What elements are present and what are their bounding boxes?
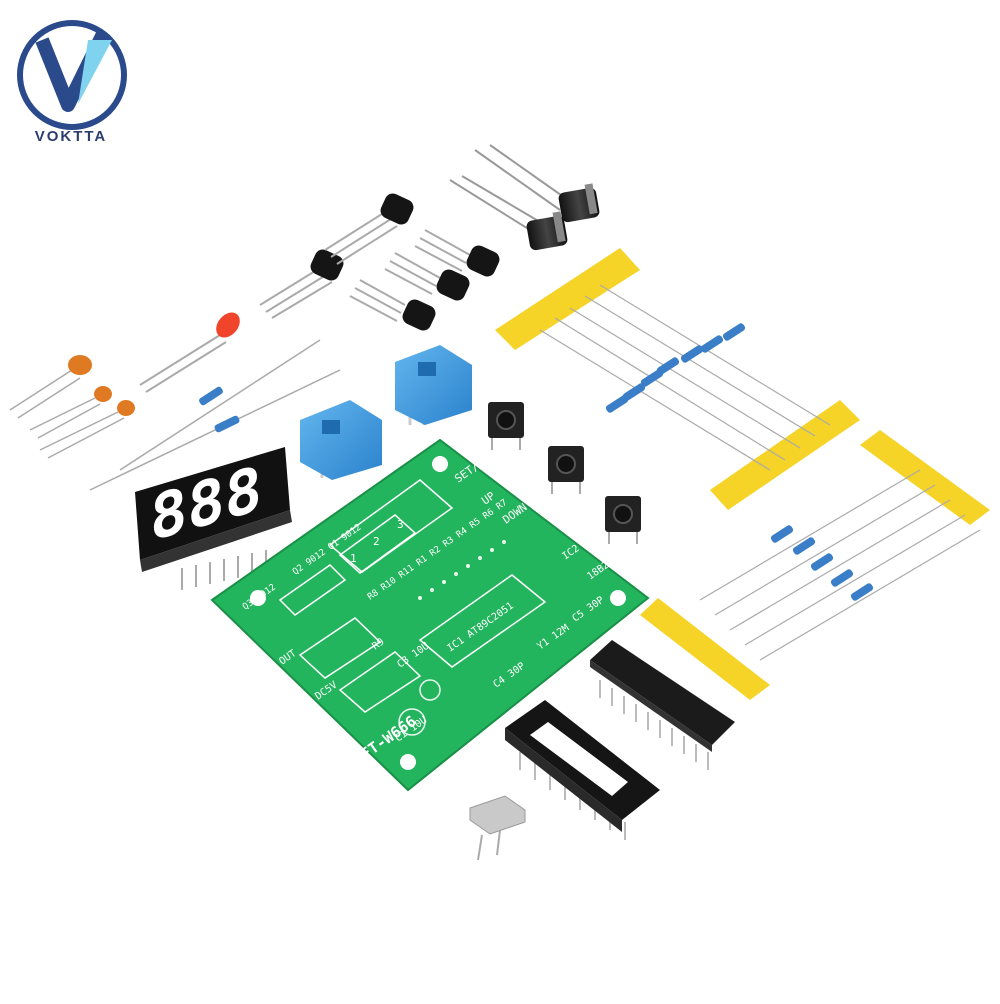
red-led bbox=[139, 312, 240, 393]
terminal-block bbox=[300, 400, 382, 480]
transistor bbox=[414, 229, 500, 277]
electrolytic-capacitor bbox=[474, 144, 600, 223]
crystal-oscillator bbox=[469, 795, 526, 861]
silk-digit-1: 1 bbox=[350, 552, 357, 565]
transistor bbox=[349, 279, 436, 331]
ceramic-capacitor bbox=[9, 355, 92, 419]
terminal-block bbox=[395, 345, 472, 425]
tact-switch bbox=[488, 402, 524, 450]
brand-logo bbox=[17, 20, 127, 130]
resistor bbox=[89, 369, 341, 491]
resistor-tape-strip bbox=[640, 430, 990, 700]
transistor bbox=[259, 249, 344, 319]
microcontroller-chip bbox=[590, 640, 735, 770]
silk-digit-3: 3 bbox=[397, 518, 404, 531]
ic-socket bbox=[505, 700, 660, 840]
tact-switch bbox=[605, 496, 641, 544]
silk-digit-2: 2 bbox=[373, 535, 380, 548]
transistor bbox=[384, 252, 470, 301]
brand-name: VOKTTA bbox=[34, 128, 108, 145]
tact-switch bbox=[548, 446, 584, 494]
resistor-tape-strip bbox=[495, 248, 860, 510]
ceramic-capacitor bbox=[29, 386, 112, 439]
pcb-board: 1 2 3 SET/POW UP DOWN R8 R10 R11 R1 R2 R… bbox=[210, 438, 650, 792]
resistor bbox=[119, 339, 321, 471]
ceramic-capacitor bbox=[39, 400, 135, 459]
electrolytic-capacitor bbox=[449, 175, 568, 251]
transistor bbox=[324, 193, 414, 265]
